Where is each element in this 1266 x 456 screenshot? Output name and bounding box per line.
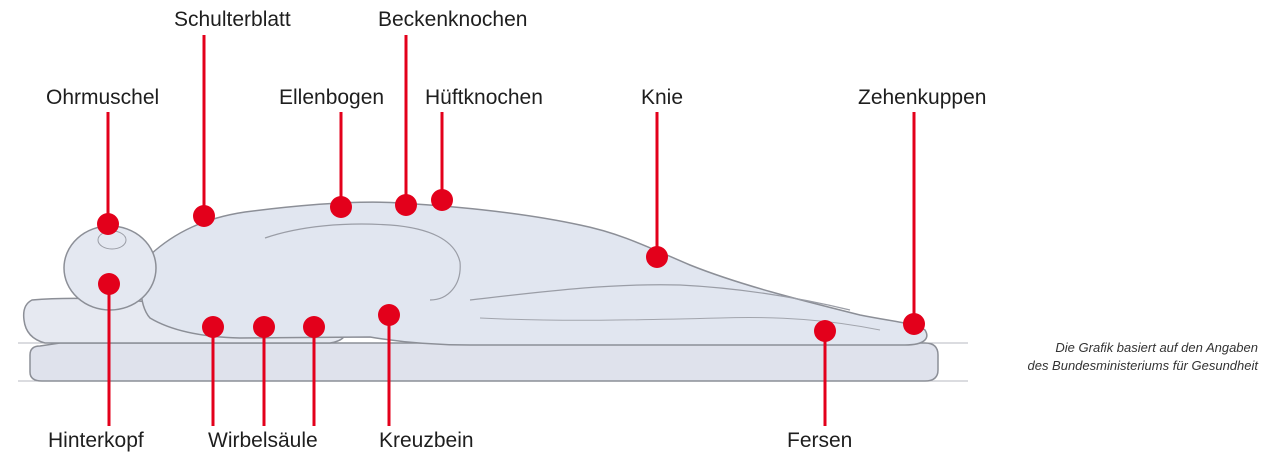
marker-beckenknochen (395, 194, 417, 216)
marker-hinterkopf (98, 273, 120, 295)
marker-ellenbogen (330, 196, 352, 218)
marker-zehenkuppen (903, 313, 925, 335)
label-ellenbogen: Ellenbogen (279, 86, 384, 110)
marker-wirbelsaeule-1 (202, 316, 224, 338)
marker-wirbelsaeule-3 (303, 316, 325, 338)
label-schulterblatt: Schulterblatt (174, 8, 291, 32)
marker-wirbelsaeule-2 (253, 316, 275, 338)
label-fersen: Fersen (787, 429, 852, 453)
mattress (30, 343, 938, 381)
source-note-line-1: Die Grafik basiert auf den Angaben (1027, 339, 1258, 357)
label-ohrmuschel: Ohrmuschel (46, 86, 159, 110)
source-note: Die Grafik basiert auf den Angaben des B… (1027, 339, 1258, 375)
label-beckenknochen: Beckenknochen (378, 8, 527, 32)
marker-fersen (814, 320, 836, 342)
label-zehenkuppen: Zehenkuppen (858, 86, 986, 110)
label-hinterkopf: Hinterkopf (48, 429, 144, 453)
label-knie: Knie (641, 86, 683, 110)
label-kreuzbein: Kreuzbein (379, 429, 474, 453)
marker-knie (646, 246, 668, 268)
marker-hueftknochen (431, 189, 453, 211)
label-wirbelsaeule: Wirbelsäule (208, 429, 318, 453)
source-note-line-2: des Bundesministeriums für Gesundheit (1027, 357, 1258, 375)
marker-ohrmuschel (97, 213, 119, 235)
marker-schulterblatt (193, 205, 215, 227)
marker-kreuzbein (378, 304, 400, 326)
label-hueftknochen: Hüftknochen (425, 86, 543, 110)
